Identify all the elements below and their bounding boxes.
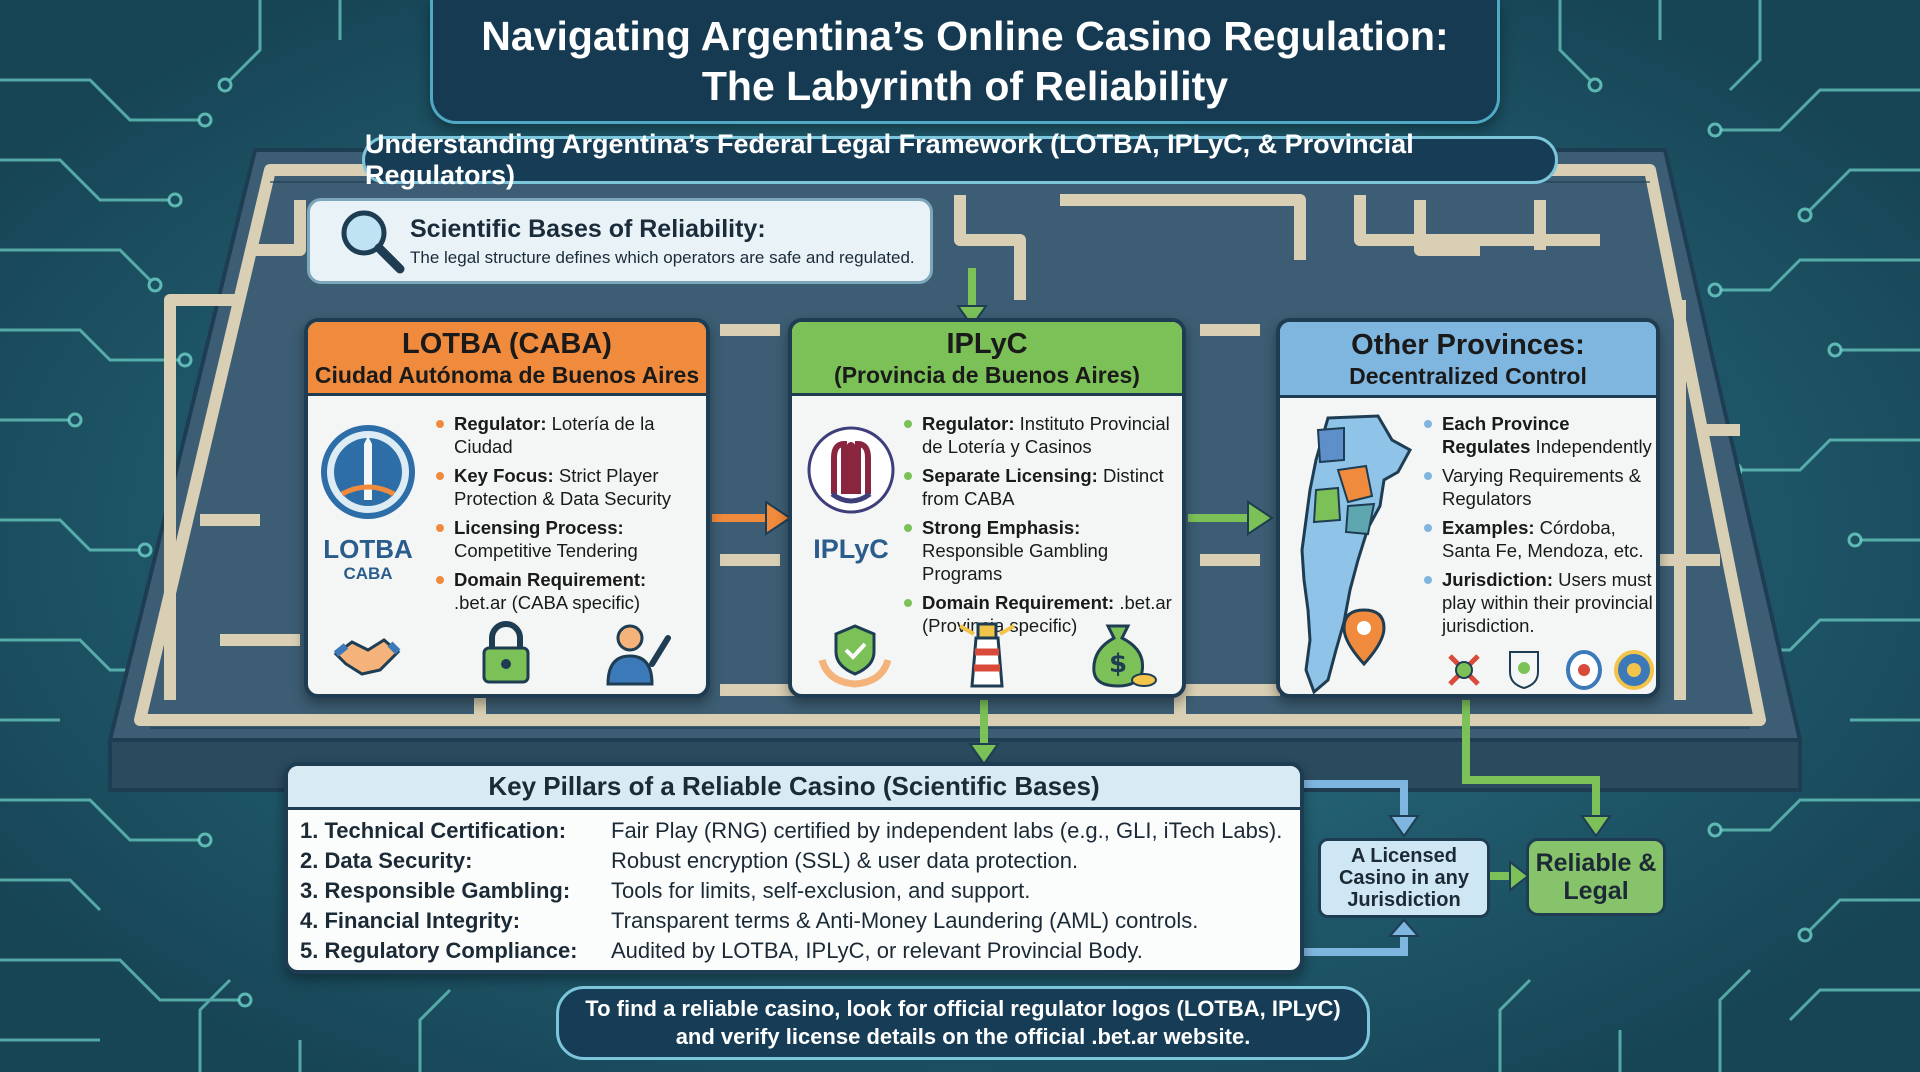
list-item: Examples: Córdoba, Santa Fe, Mendoza, et… <box>1424 516 1654 562</box>
scientific-bases-title: Scientific Bases of Reliability: <box>410 214 766 243</box>
footer-banner: To find a reliable casino, look for offi… <box>556 986 1370 1060</box>
pillar-key: 3. Responsible Gambling: <box>300 878 571 903</box>
money-bag-icon: $ <box>1092 624 1157 688</box>
footer-line-2: and verify license details on the offici… <box>675 1024 1251 1049</box>
lotba-title: LOTBA (CABA) <box>402 327 612 360</box>
scientific-bases-box: Scientific Bases of Reliability: The leg… <box>307 198 933 284</box>
lotba-subtitle: Ciudad Autónoma de Buenos Aires <box>314 361 700 388</box>
list-item: Strong Emphasis: Responsible Gambling Pr… <box>904 516 1182 585</box>
lotba-bullet-list: Regulator: Lotería de la Ciudad Key Focu… <box>436 412 698 620</box>
iplyc-title: IPLyC <box>946 327 1028 360</box>
list-item: Each Province Regulates Independently <box>1424 412 1654 458</box>
lighthouse-icon <box>959 622 1015 688</box>
list-item: Jurisdiction: Users must play within the… <box>1424 568 1654 637</box>
circuit-nodes <box>67 77 1863 1008</box>
handshake-icon <box>333 638 401 676</box>
svg-text:$: $ <box>1109 649 1127 679</box>
pillar-key: 4. Financial Integrity: <box>300 908 521 933</box>
pillar-value: Robust encryption (SSL) & user data prot… <box>611 848 1079 873</box>
key-pillars-table: Key Pillars of a Reliable Casino (Scient… <box>284 762 1304 974</box>
lotba-logo-text: LOTBA <box>323 534 413 564</box>
list-item: Regulator: Instituto Provincial de Loter… <box>904 412 1182 458</box>
iplyc-logo-text: IPLyC <box>813 534 889 564</box>
technician-icon <box>606 624 671 686</box>
other-provinces-title: Other Provinces: <box>1351 328 1585 361</box>
licensed-casino-box: A Licensed Casino in any Jurisdiction <box>1318 838 1490 918</box>
list-item: Domain Requirement: .bet.ar (Provincia s… <box>904 591 1182 637</box>
title-line-2: The Labyrinth of Reliability <box>701 62 1229 109</box>
footer-line-1: To find a reliable casino, look for offi… <box>585 996 1341 1021</box>
lotba-card-header: LOTBA (CABA) Ciudad Autónoma de Buenos A… <box>308 322 706 396</box>
key-pillars-title: Key Pillars of a Reliable Casino (Scient… <box>288 766 1300 810</box>
list-item: Licensing Process: Competitive Tendering <box>436 516 698 562</box>
padlock-icon <box>482 621 530 684</box>
other-provinces-card-header: Other Provinces: Decentralized Control <box>1280 322 1656 398</box>
list-item: Domain Requirement: .bet.ar (CABA specif… <box>436 568 698 614</box>
lotba-card: LOTBA (CABA) Ciudad Autónoma de Buenos A… <box>304 318 710 698</box>
iplyc-card-header: IPLyC (Provincia de Buenos Aires) <box>792 322 1182 396</box>
subtitle-banner: Understanding Argentina’s Federal Legal … <box>362 129 1558 190</box>
shield-hands-icon <box>818 624 892 688</box>
pillar-value: Audited by LOTBA, IPLyC, or relevant Pro… <box>611 938 1143 963</box>
iplyc-bullet-list: Regulator: Instituto Provincial de Loter… <box>904 412 1182 643</box>
list-item: Separate Licensing: Distinct from CABA <box>904 464 1182 510</box>
iplyc-card: IPLyC (Provincia de Buenos Aires) IPLyC … <box>788 318 1186 698</box>
pillar-key: 2. Data Security: <box>300 848 473 873</box>
pillar-value: Transparent terms & Anti-Money Launderin… <box>611 908 1199 933</box>
title-line-1: Navigating Argentina’s Online Casino Reg… <box>481 12 1449 59</box>
magnifier-icon <box>341 210 405 274</box>
other-provinces-card: Other Provinces: Decentralized Control E… <box>1276 318 1660 698</box>
pillar-value: Fair Play (RNG) certified by independent… <box>611 818 1283 843</box>
pillar-key: 5. Regulatory Compliance: <box>300 938 578 963</box>
title-banner: Navigating Argentina’s Online Casino Reg… <box>430 0 1500 124</box>
argentina-map-icon <box>1300 414 1413 694</box>
iplyc-subtitle: (Provincia de Buenos Aires) <box>834 361 1140 388</box>
arrow-pillars-licensed-top <box>1304 780 1408 820</box>
lotba-logo-subtext: CABA <box>343 564 393 583</box>
other-provinces-subtitle: Decentralized Control <box>1349 362 1587 389</box>
pillar-value: Tools for limits, self-exclusion, and su… <box>611 878 1031 903</box>
other-provinces-bullet-list: Each Province Regulates Independently Va… <box>1424 412 1654 643</box>
flow-arrows <box>712 268 1600 956</box>
iplyc-logo-icon <box>807 426 895 514</box>
list-item: Key Focus: Strict Player Protection & Da… <box>436 464 698 510</box>
arrow-pillars-licensed-bottom <box>1304 934 1408 956</box>
list-item: Regulator: Lotería de la Ciudad <box>436 412 698 458</box>
reliable-legal-box: Reliable & Legal <box>1526 838 1666 916</box>
arrow-other-reliable <box>1462 700 1600 820</box>
provincial-seals-icon <box>1448 650 1654 690</box>
lotba-logo-icon <box>321 425 415 519</box>
list-item: Varying Requirements & Regulators <box>1424 464 1654 510</box>
scientific-bases-text: The legal structure defines which operat… <box>410 247 915 267</box>
pillar-key: 1. Technical Certification: <box>300 818 567 843</box>
